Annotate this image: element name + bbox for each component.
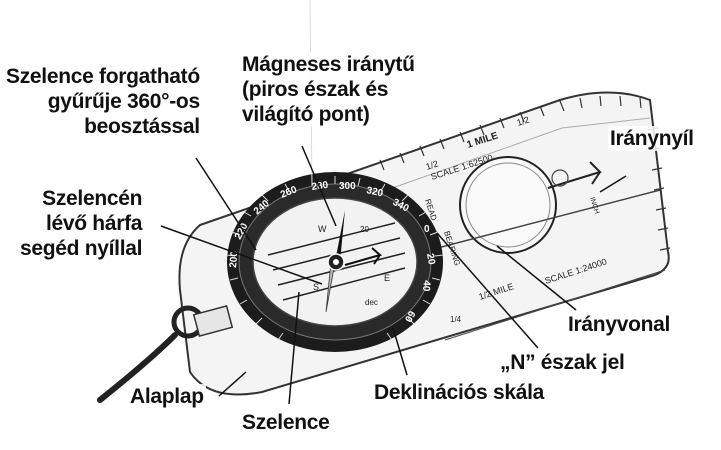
label-declination-scale-text: Deklinációs skála — [374, 381, 545, 404]
svg-text:1/2: 1/2 — [425, 159, 440, 172]
label-n-mark: „N” észak jel — [498, 350, 627, 375]
label-harp-arrow-line2: lévő hárfa — [45, 212, 143, 235]
svg-text:INCH: INCH — [588, 196, 600, 214]
label-magnetic-needle-line3: világító pont) — [242, 103, 370, 126]
label-harp-arrow: Szelencén lévő hárfa segéd nyíllal — [18, 186, 145, 261]
label-direction-line-text: Irányvonal — [568, 313, 671, 336]
svg-text:200: 200 — [228, 250, 240, 268]
label-direction-arrow: Iránynyíl — [608, 126, 696, 151]
svg-text:1/4: 1/4 — [450, 315, 462, 324]
label-direction-arrow-text: Iránynyíl — [610, 127, 694, 150]
label-declination-scale: Deklinációs skála — [372, 380, 547, 405]
label-bezel-ring-line1: Szelence forgatható — [6, 65, 200, 88]
svg-text:320: 320 — [365, 185, 384, 199]
label-magnetic-needle-line2: (piros észak és — [242, 78, 389, 101]
compass-capsule: 280 300 320 340 260 240 220 200 0 20 40 … — [226, 0, 444, 352]
label-base-plate: Alaplap — [128, 384, 206, 409]
svg-text:20: 20 — [424, 253, 437, 266]
label-harp-arrow-line1: Szelencén — [42, 187, 143, 210]
svg-text:S: S — [313, 282, 319, 292]
label-capsule: Szelence — [240, 410, 332, 435]
label-bezel-ring-line2: gyűrűje 360°-os — [47, 90, 200, 113]
svg-text:20: 20 — [360, 225, 369, 234]
label-magnetic-needle: Mágneses iránytű (piros észak és világít… — [240, 52, 417, 127]
label-capsule-text: Szelence — [242, 411, 330, 434]
svg-text:60: 60 — [402, 309, 417, 325]
svg-text:280: 280 — [311, 180, 329, 193]
svg-text:dec: dec — [365, 298, 378, 307]
label-bezel-ring: Szelence forgatható gyűrűje 360°-os beos… — [4, 64, 202, 139]
svg-text:300: 300 — [339, 181, 356, 192]
label-bezel-ring-line3: beosztással — [84, 115, 200, 138]
label-direction-line: Irányvonal — [566, 312, 673, 337]
label-base-plate-text: Alaplap — [130, 385, 204, 408]
svg-text:1/2: 1/2 — [516, 115, 531, 128]
svg-text:0: 0 — [424, 224, 430, 235]
svg-text:40: 40 — [420, 280, 432, 292]
svg-text:W: W — [318, 224, 327, 234]
label-magnetic-needle-line1: Mágneses iránytű — [242, 53, 415, 76]
label-harp-arrow-line3: segéd nyíllal — [20, 237, 143, 260]
leader-lines — [160, 145, 627, 405]
svg-text:E: E — [384, 273, 390, 283]
label-n-mark-text: „N” észak jel — [500, 351, 625, 374]
